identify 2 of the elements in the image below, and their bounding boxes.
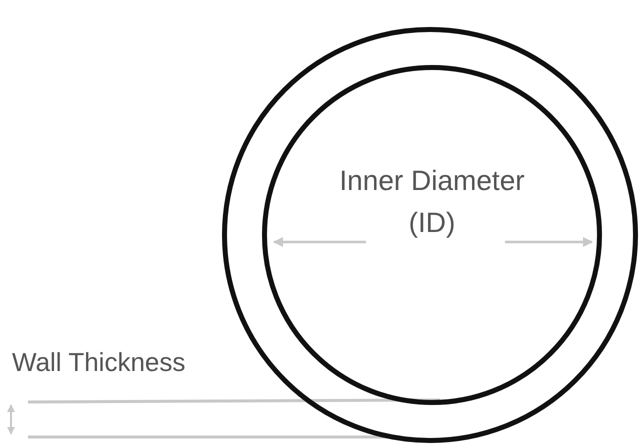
dimension-label: Inner Diameter (ID)	[338, 164, 526, 240]
dimension-label: Wall Thickness	[12, 346, 186, 379]
